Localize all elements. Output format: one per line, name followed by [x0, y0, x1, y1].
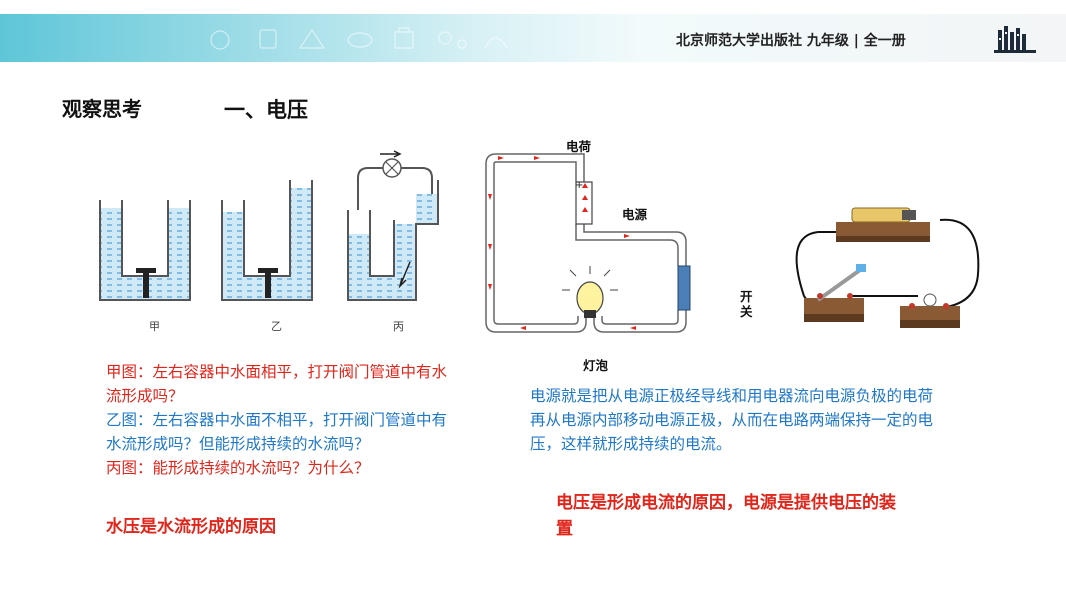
- power-source-explanation: 电源就是把从电源正极经导线和用电器流向电源负极的电荷再从电源内部移动电源正极，从…: [530, 387, 934, 453]
- circuit-diagram: +: [485, 153, 691, 333]
- main-title: 一、电压: [224, 98, 308, 122]
- container-yi: [221, 180, 313, 301]
- label-bulb: 灯泡: [583, 358, 609, 373]
- container-jia: [99, 200, 191, 301]
- container-bing: [347, 150, 439, 301]
- label-switch: 开 关: [740, 289, 753, 319]
- question-yi: 乙图：左右容器中水面不相平，打开阀门管道中有水流形成吗？但能形成持续的水流吗？: [106, 411, 448, 453]
- label-power-source: 电源: [622, 207, 648, 222]
- publisher-label: 北京师范大学出版社 九年级 | 全一册: [676, 33, 906, 49]
- question-bing: 丙图：能形成持续的水流吗？为什么？: [106, 459, 370, 477]
- caption-bing: 丙: [393, 320, 404, 333]
- decorative-doodles: [210, 27, 508, 50]
- water-conclusion: 水压是水流形成的原因: [106, 517, 276, 537]
- voltage-conclusion: 电压是形成电流的原因，电源是提供电压的装置: [556, 493, 896, 539]
- svg-text:+: +: [575, 180, 583, 191]
- label-charge: 电荷: [566, 139, 592, 154]
- bulb: [562, 266, 618, 318]
- bookshelf-logo-icon: [994, 26, 1036, 53]
- header-banner: [0, 14, 1066, 62]
- question-jia: 甲图：左右容器中水面相平，打开阀门管道中有水流形成吗？: [106, 363, 448, 405]
- apparatus-photo: [795, 207, 980, 328]
- caption-yi: 乙: [271, 320, 282, 333]
- section-title: 观察思考: [62, 97, 142, 121]
- water-container-figure: [99, 150, 439, 301]
- water-questions: 甲图：左右容器中水面相平，打开阀门管道中有水流形成吗？ 乙图：左右容器中水面不相…: [106, 360, 456, 480]
- caption-jia: 甲: [149, 320, 160, 333]
